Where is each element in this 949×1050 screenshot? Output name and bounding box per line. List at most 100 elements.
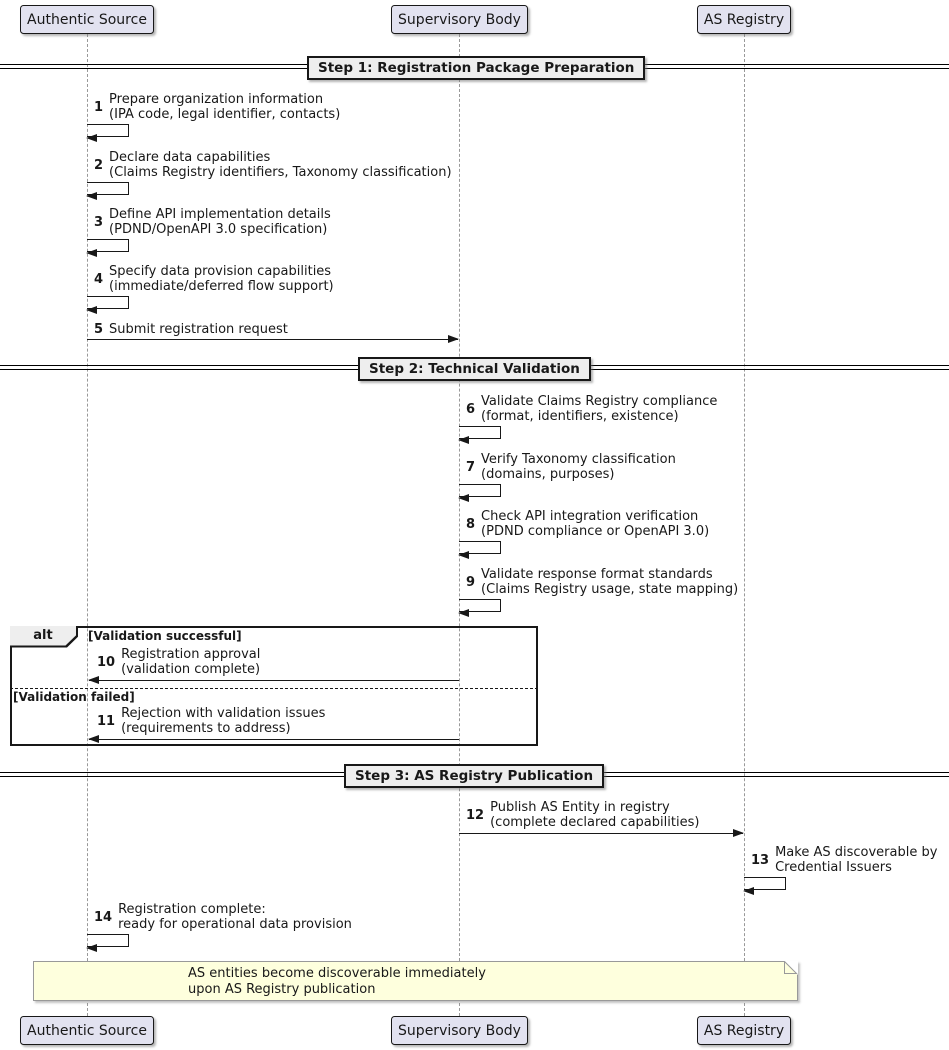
message-number: 8 xyxy=(466,516,476,532)
message-11: 11 Rejection with validation issues(requ… xyxy=(97,706,325,736)
arrowhead-right-icon xyxy=(733,829,744,837)
self-arrow-7 xyxy=(458,484,501,502)
note: AS entities become discoverable immediat… xyxy=(33,961,798,1001)
message-7: 7 Verify Taxonomy classification(domains… xyxy=(466,452,676,482)
alt-operator-label: alt xyxy=(10,626,76,646)
lifeline-as-registry xyxy=(744,34,745,1016)
message-12: 12 Publish AS Entity in registry(complet… xyxy=(466,800,699,830)
alt-separator xyxy=(10,688,538,689)
message-text-line1: Verify Taxonomy classification xyxy=(481,452,676,467)
alt-operator-pentagon: alt xyxy=(10,626,78,648)
message-text-line2: (PDND/OpenAPI 3.0 specification) xyxy=(109,222,328,237)
note-line1: AS entities become discoverable immediat… xyxy=(188,966,486,981)
lifeline-supervisory-body xyxy=(459,34,460,1016)
arrowhead-left-icon xyxy=(86,248,97,257)
divider-step2: Step 2: Technical Validation xyxy=(358,357,591,381)
self-arrow-14 xyxy=(86,934,129,952)
participant-supervisory-body-bottom: Supervisory Body xyxy=(391,1016,528,1045)
participant-as-registry-bottom: AS Registry xyxy=(697,1016,791,1045)
self-arrow-2 xyxy=(86,182,129,200)
message-number: 1 xyxy=(94,99,104,115)
participant-supervisory-body-top: Supervisory Body xyxy=(391,5,528,34)
arrow-publish-as-entity xyxy=(459,829,744,837)
arrowhead-left-icon xyxy=(86,305,97,314)
message-text-line1: Publish AS Entity in registry xyxy=(490,800,670,815)
participant-label: AS Registry xyxy=(703,11,785,28)
note-text: AS entities become discoverable immediat… xyxy=(188,966,486,997)
note-line2: upon AS Registry publication xyxy=(188,981,376,997)
message-text-line1: Check API integration verification xyxy=(481,509,699,524)
participant-authentic-source-bottom: Authentic Source xyxy=(20,1016,154,1045)
message-number: 4 xyxy=(94,271,104,287)
participant-authentic-source-top: Authentic Source xyxy=(20,5,154,34)
message-6: 6 Validate Claims Registry compliance(fo… xyxy=(466,394,717,424)
arrowhead-left-icon xyxy=(86,191,97,200)
alt-guard-success: [Validation successful] xyxy=(88,629,242,643)
participant-label: Authentic Source xyxy=(27,11,147,28)
lifeline-authentic-source xyxy=(87,34,88,1016)
message-9: 9 Validate response format standards(Cla… xyxy=(466,567,738,597)
message-text-line2: (Claims Registry usage, state mapping) xyxy=(481,582,739,597)
message-5: 5 Submit registration request xyxy=(94,322,288,337)
arrowhead-left-icon xyxy=(88,735,99,743)
message-text-line1: Specify data provision capabilities xyxy=(109,264,332,279)
note-fold-icon xyxy=(784,961,798,975)
divider-step3: Step 3: AS Registry Publication xyxy=(344,764,605,788)
arrowhead-left-icon xyxy=(458,493,469,502)
message-text-line1: Registration complete: xyxy=(118,902,266,917)
self-arrow-13 xyxy=(743,877,786,895)
message-4: 4 Specify data provision capabilities(im… xyxy=(94,264,334,294)
message-10: 10 Registration approval(validation comp… xyxy=(97,647,260,677)
message-text-line2: (domains, purposes) xyxy=(481,467,615,482)
message-text-line1: Prepare organization information xyxy=(109,92,324,107)
message-text-line1: Validate Claims Registry compliance xyxy=(481,394,718,409)
arrowhead-right-icon xyxy=(448,335,459,343)
self-arrow-1 xyxy=(86,124,129,142)
divider-label: Step 1: Registration Package Preparation xyxy=(318,60,635,76)
arrow-rejection xyxy=(88,735,459,743)
message-text-line2: (PDND compliance or OpenAPI 3.0) xyxy=(481,524,710,539)
message-number: 14 xyxy=(94,909,113,925)
message-number: 3 xyxy=(94,214,104,230)
message-text-line2: ready for operational data provision xyxy=(118,917,352,932)
message-text-line2: Credential Issuers xyxy=(775,860,892,875)
arrowhead-left-icon xyxy=(743,886,754,895)
message-text-line2: (format, identifiers, existence) xyxy=(481,409,679,424)
message-text-line2: (Claims Registry identifiers, Taxonomy c… xyxy=(109,165,452,180)
participant-label: AS Registry xyxy=(703,1022,785,1039)
self-arrow-3 xyxy=(86,239,129,257)
message-text-line2: (requirements to address) xyxy=(121,721,291,736)
message-number: 9 xyxy=(466,574,476,590)
arrowhead-left-icon xyxy=(86,133,97,142)
arrowhead-left-icon xyxy=(458,608,469,617)
divider-step1: Step 1: Registration Package Preparation xyxy=(307,56,646,80)
arrowhead-left-icon xyxy=(88,676,99,684)
self-arrow-9 xyxy=(458,599,501,617)
message-text-line1: Define API implementation details xyxy=(109,207,331,222)
message-number: 12 xyxy=(466,807,485,823)
message-number: 13 xyxy=(751,852,770,868)
arrow-submit-registration xyxy=(87,335,459,343)
message-text-line1: Validate response format standards xyxy=(481,567,713,582)
message-text-line1: Submit registration request xyxy=(109,322,288,337)
message-text-line2: (immediate/deferred flow support) xyxy=(109,279,334,294)
participant-label: Supervisory Body xyxy=(398,1022,521,1039)
message-text-line2: (complete declared capabilities) xyxy=(490,815,700,830)
message-14: 14 Registration complete:ready for opera… xyxy=(94,902,352,932)
participant-label: Supervisory Body xyxy=(398,11,521,28)
message-number: 2 xyxy=(94,157,104,173)
divider-label: Step 2: Technical Validation xyxy=(369,361,580,377)
message-3: 3 Define API implementation details(PDND… xyxy=(94,207,331,237)
arrowhead-left-icon xyxy=(458,435,469,444)
message-number: 7 xyxy=(466,459,476,475)
message-text-line1: Declare data capabilities xyxy=(109,150,271,165)
message-8: 8 Check API integration verification(PDN… xyxy=(466,509,709,539)
message-number: 5 xyxy=(94,322,104,337)
message-text-line1: Make AS discoverable by xyxy=(775,845,938,860)
alt-frame: alt xyxy=(10,626,538,746)
self-arrow-6 xyxy=(458,426,501,444)
message-number: 11 xyxy=(97,713,116,729)
self-arrow-4 xyxy=(86,296,129,314)
